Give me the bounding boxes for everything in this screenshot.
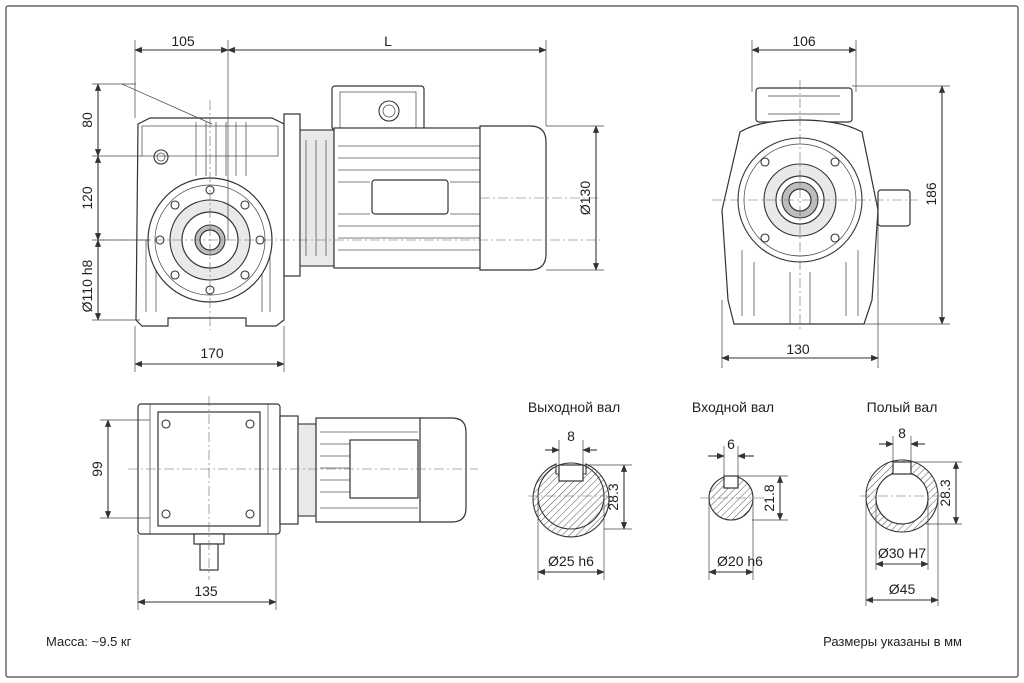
dim-L: L <box>384 33 392 49</box>
mass-note: Масса: ~9.5 кг <box>46 634 132 649</box>
hollow-bore-diameter: Ø30 H7 <box>878 545 926 561</box>
input-key-height: 21.8 <box>761 484 777 511</box>
input-shaft-caption: Входной вал <box>692 399 774 415</box>
units-note: Размеры указаны в мм <box>823 634 962 649</box>
dim-80: 80 <box>79 112 95 128</box>
dim-105: 105 <box>171 33 195 49</box>
side-view <box>712 80 918 332</box>
hollow-shaft-detail: Полый вал 8 28.3 Ø30 H7 Ø45 <box>860 399 962 606</box>
hollow-outer-diameter: Ø45 <box>889 581 916 597</box>
dim-motor-130: Ø130 <box>577 181 593 215</box>
dim-170: 170 <box>200 345 224 361</box>
dim-186: 186 <box>923 182 939 206</box>
dim-120: 120 <box>79 186 95 210</box>
output-diameter: Ø25 h6 <box>548 553 594 569</box>
dim-130: 130 <box>786 341 810 357</box>
input-key-width: 6 <box>727 436 735 452</box>
motor-fins <box>338 145 480 251</box>
hollow-key-height: 28.3 <box>937 479 953 506</box>
drawing-frame <box>5 5 1019 678</box>
output-key-width: 8 <box>567 428 575 444</box>
top-view <box>128 396 478 580</box>
side-view-dimensions: 106 186 130 <box>721 33 950 368</box>
output-key-height: 28.3 <box>605 483 621 510</box>
hollow-shaft-caption: Полый вал <box>867 399 938 415</box>
hollow-key-width: 8 <box>898 425 906 441</box>
dim-135: 135 <box>194 583 218 599</box>
output-shaft-detail: Выходной вал 8 28.3 Ø25 h6 <box>528 399 632 580</box>
top-view-fins <box>320 431 418 509</box>
output-shaft-caption: Выходной вал <box>528 399 620 415</box>
dim-99: 99 <box>89 461 105 477</box>
input-shaft-detail: Входной вал 6 21.8 Ø20 h6 <box>692 399 788 580</box>
dim-106: 106 <box>792 33 816 49</box>
dim-110-h8: Ø110 h8 <box>79 259 95 312</box>
front-view-dimensions: 105 L 80 120 Ø110 h8 Ø130 170 <box>79 33 604 372</box>
top-view-dimensions: 99 135 <box>89 419 277 610</box>
front-view <box>100 85 600 330</box>
input-diameter: Ø20 h6 <box>717 553 763 569</box>
